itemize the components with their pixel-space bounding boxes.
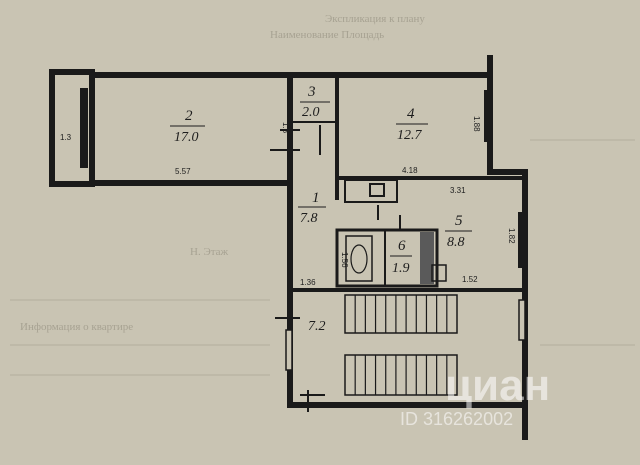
dim-kitchen-length: 3.31 <box>450 186 466 195</box>
room-4-area: 12.7 <box>397 128 423 143</box>
stair-flight <box>344 294 458 334</box>
room-2-area: 17.0 <box>174 130 199 145</box>
tiled-wall <box>420 232 434 284</box>
room-6-number: 6 <box>398 238 406 254</box>
bg-line-1: Экспликация к плану <box>325 13 425 25</box>
bathroom-fixtures <box>345 232 447 284</box>
dim-balcony-width: 1.3 <box>60 133 72 142</box>
room-5-area: 8.8 <box>447 235 465 250</box>
room-1-area: 7.8 <box>300 211 318 226</box>
stair-flight <box>344 354 458 396</box>
room-6-area: 1.9 <box>392 261 410 276</box>
stairwell-area: 7.2 <box>308 319 326 334</box>
room-2-number: 2 <box>185 108 193 124</box>
watermark: циан ID 316262002 <box>400 361 550 429</box>
bg-line-4: Информация о квартире <box>20 321 133 333</box>
balcony-wall <box>49 69 95 187</box>
doors <box>270 125 401 412</box>
watermark-brand: циан <box>445 361 550 410</box>
stairs <box>344 294 458 396</box>
dim-bath-width: 1.56 <box>340 252 349 268</box>
room-3-area: 2.0 <box>302 105 320 120</box>
dim-room4-length: 4.18 <box>402 166 418 175</box>
dimension-labels: 1.3 5.57 1.8 1.88 4.18 3.31 1.82 1.56 1.… <box>60 116 516 287</box>
room-4-number: 4 <box>407 106 415 122</box>
room-labels: 2 17.0 3 2.0 4 12.7 1 7.8 5 8.8 6 1.9 7.… <box>170 84 472 334</box>
dim-hall-width: 1.36 <box>300 278 316 287</box>
toilet <box>431 264 447 282</box>
dim-room2-window: 1.8 <box>281 122 290 134</box>
dim-room2-length: 5.57 <box>175 167 191 176</box>
windows <box>80 88 526 371</box>
room-5-number: 5 <box>455 213 463 229</box>
background-document: Экспликация к плану Наименование Площадь… <box>10 13 635 376</box>
dim-kitchen-window: 1.82 <box>507 228 516 244</box>
room-3-number: 3 <box>307 84 316 100</box>
bg-line-2: Наименование Площадь <box>270 29 384 41</box>
bg-line-3: Н. Этаж <box>190 246 229 258</box>
bathtub <box>345 235 373 282</box>
watermark-id: ID 316262002 <box>400 409 513 429</box>
room-1-number: 1 <box>312 190 320 206</box>
dim-stair-label: 1.52 <box>462 275 478 284</box>
dim-room4-window: 1.88 <box>472 116 481 132</box>
